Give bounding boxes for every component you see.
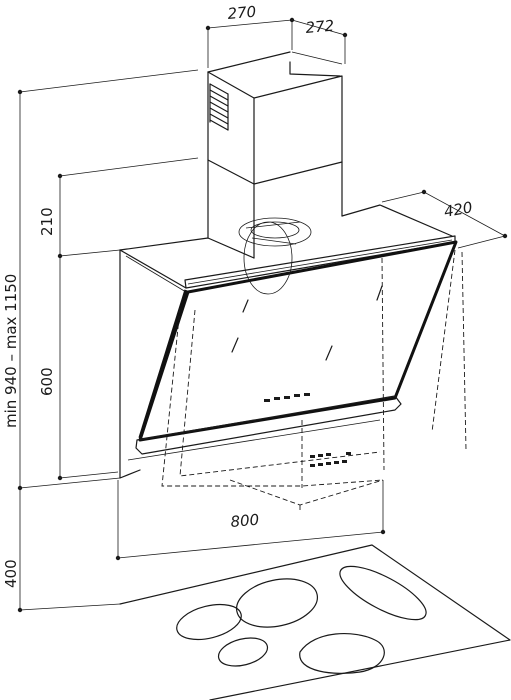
motor-sketch: [238, 217, 312, 295]
control-bar: [135, 395, 402, 455]
hood-body: [119, 204, 458, 479]
label-hood-depth: 420: [443, 198, 474, 221]
hood-top-left: [119, 237, 255, 259]
chimney: [207, 51, 343, 259]
hood-top-right: [341, 204, 453, 237]
burner-front: [299, 632, 385, 674]
hidden-lines: [161, 249, 467, 512]
dimension-labels: 270 272 420 800 210 600 min 940 – max 11…: [2, 3, 474, 588]
chimney-right-edge: [253, 75, 343, 217]
hidden-buttons: [310, 452, 351, 467]
chimney-top-back: [207, 51, 291, 73]
burner-small: [217, 637, 269, 667]
label-chimney-height: 210: [38, 207, 56, 236]
glass-panel: [138, 240, 458, 442]
label-chimney-depth: 272: [305, 17, 335, 37]
cooktop: [119, 544, 511, 700]
label-total-height: min 940 – max 1150: [2, 274, 20, 428]
label-chimney-width: 270: [227, 3, 257, 23]
label-distance-to-hob: 400: [2, 559, 20, 588]
burner-oval: [339, 565, 427, 621]
chimney-top-inner: [289, 61, 341, 77]
dimension-lines: [17, 17, 508, 613]
vent-grille: [209, 83, 229, 131]
label-glass-height: 600: [38, 367, 56, 396]
chimney-front-edge: [207, 71, 255, 259]
glass-side-trim: [138, 289, 188, 439]
burner-center: [236, 578, 318, 628]
hood-side-top: [119, 249, 187, 289]
burner-left: [176, 603, 242, 641]
chimney-top-right: [291, 51, 343, 65]
cooktop-outline: [119, 544, 511, 700]
control-buttons: [264, 393, 310, 402]
label-hood-width: 800: [230, 511, 260, 531]
chimney-split-line: [207, 159, 343, 185]
